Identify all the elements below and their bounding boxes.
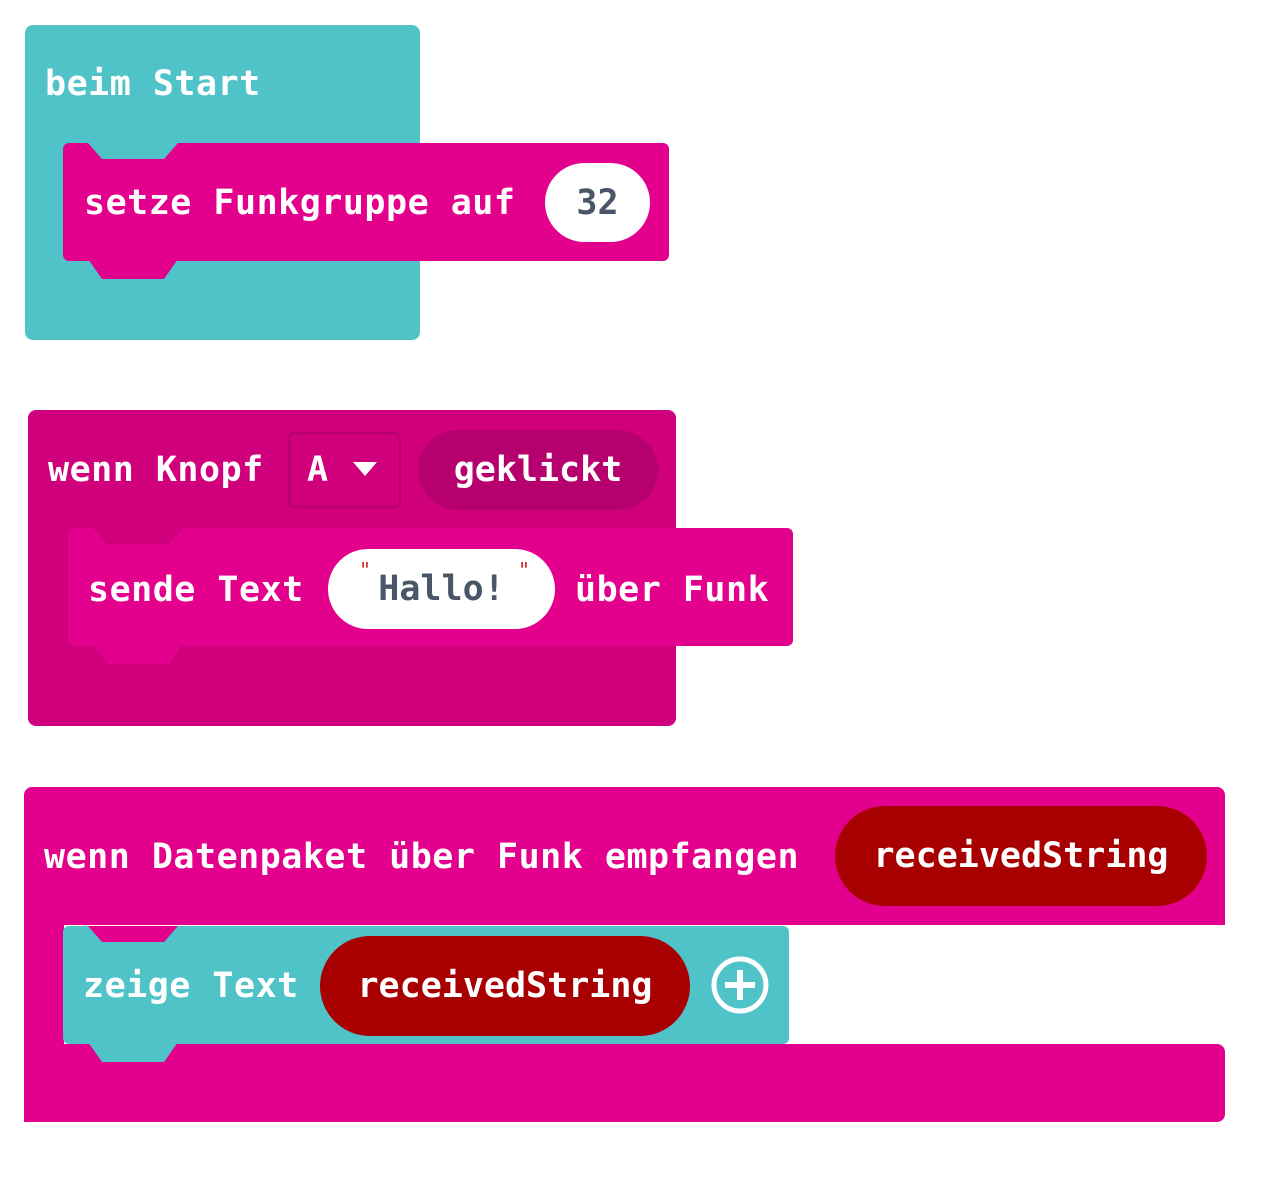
statement-bottom-tab [88,259,178,279]
send-string-label: sende Text [88,570,304,610]
button-dropdown-value: A [307,450,329,490]
set-radio-group-label: setze Funkgruppe auf [84,183,516,223]
send-string-over-label: über Funk [575,570,770,610]
plus-circle-icon[interactable] [711,956,769,1014]
received-string-variable[interactable]: receivedString [835,806,1207,906]
close-quote-mark: " [518,558,531,582]
on-received-hat-bottom [24,1044,1225,1122]
button-event-pill[interactable]: geklickt [418,430,658,510]
on-received-label: wenn Datenpaket über Funk empfangen [44,837,800,877]
on-button-label: wenn Knopf [48,450,264,490]
open-quote-mark: " [359,558,372,582]
radio-group-number-field[interactable]: 32 [545,163,650,242]
caret-down-icon [353,462,377,476]
send-string-text-value: Hallo! [378,569,505,609]
show-string-variable[interactable]: receivedString [320,936,690,1036]
statement-bottom-tab [88,1042,178,1062]
show-string-label: zeige Text [83,966,299,1006]
on-start-label: beim Start [45,64,261,104]
statement-bottom-tab [93,644,183,664]
statement-top-notch [88,926,178,942]
send-string-text-field[interactable]: Hallo! [328,549,555,629]
statement-top-notch [93,528,183,544]
button-dropdown[interactable] [288,432,401,508]
statement-top-notch [88,143,178,159]
